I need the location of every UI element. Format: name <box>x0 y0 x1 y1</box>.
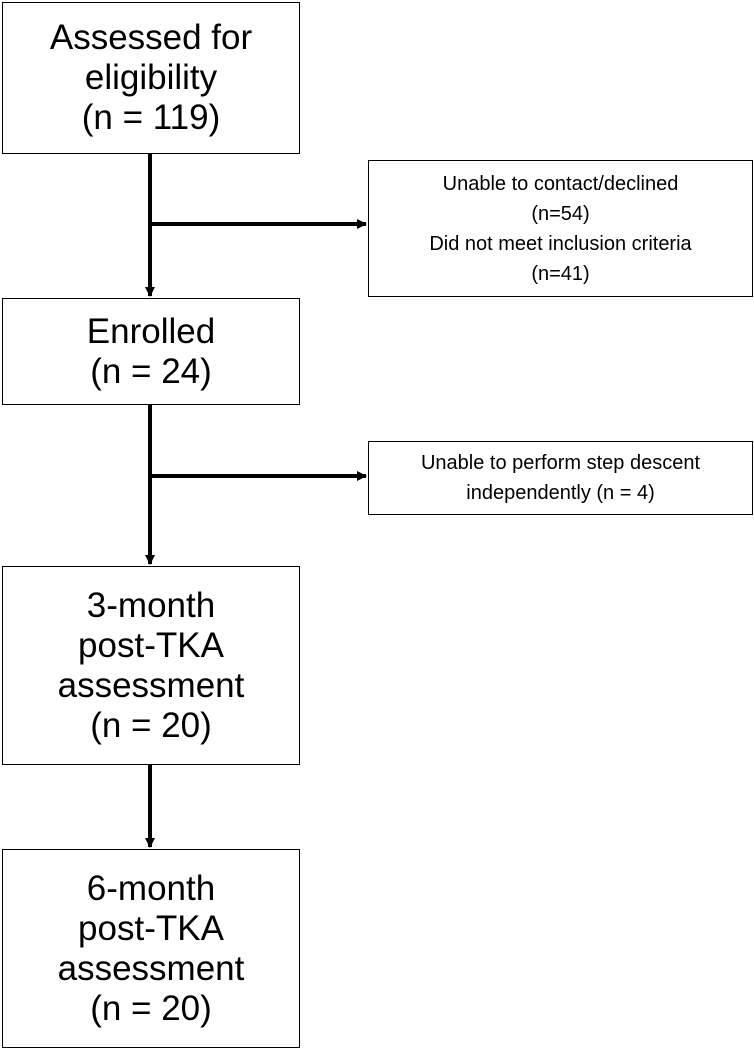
three-month-line-4: (n = 20) <box>90 705 212 745</box>
exclusion-1-line-4: (n=41) <box>531 262 590 285</box>
exclusion-1-line-2: (n=54) <box>531 202 590 225</box>
six-month-line-4: (n = 20) <box>90 988 212 1028</box>
assessed-for-eligibility-box: Assessed for eligibility (n = 119) <box>2 2 300 154</box>
three-month-line-3: assessment <box>57 665 245 705</box>
enrolled-box: Enrolled (n = 24) <box>2 298 300 405</box>
assessed-line-3: (n = 119) <box>81 98 221 137</box>
enrolled-line-1: Enrolled <box>86 311 216 351</box>
exclusion-box-2: Unable to perform step descent independe… <box>368 441 753 515</box>
exclusion-1-line-1: Unable to contact/declined <box>442 172 679 195</box>
exclusion-1-line-3: Did not meet inclusion criteria <box>429 232 692 255</box>
six-month-line-2: post-TKA <box>78 908 224 948</box>
assessed-line-2: eligibility <box>84 58 218 97</box>
six-month-line-3: assessment <box>57 948 245 988</box>
enrolled-line-2: (n = 24) <box>90 351 212 391</box>
three-month-line-1: 3-month <box>86 585 216 625</box>
three-month-line-2: post-TKA <box>78 625 224 665</box>
exclusion-box-1: Unable to contact/declined (n=54) Did no… <box>368 160 753 297</box>
three-month-assessment-box: 3-month post-TKA assessment (n = 20) <box>2 566 300 765</box>
exclusion-2-line-1: Unable to perform step descent <box>420 452 701 474</box>
assessed-line-1: Assessed for <box>49 18 253 57</box>
six-month-assessment-box: 6-month post-TKA assessment (n = 20) <box>2 849 300 1048</box>
six-month-line-1: 6-month <box>86 868 216 908</box>
exclusion-2-line-2: independently (n = 4) <box>466 482 655 504</box>
